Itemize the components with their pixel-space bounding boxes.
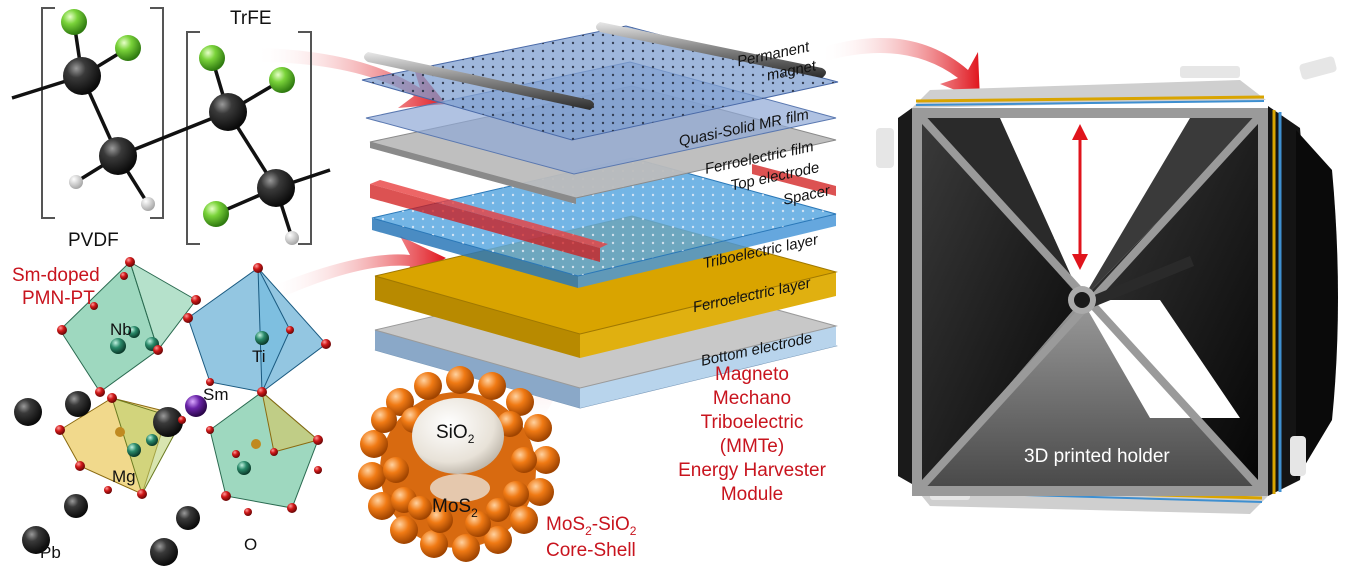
perovskite-structure: Sm-doped PMN-PT Nb Ti Sm Mg Pb O (12, 257, 331, 566)
mmte-layer-stack: Permanent magnet Quasi-Solid MR film Fer… (361, 22, 839, 409)
fluorine-atom (199, 45, 225, 71)
permanent-magnet (364, 22, 826, 110)
module-caption-line3: Triboelectric (701, 412, 804, 433)
spacer-label: Spacer (781, 182, 832, 209)
pvdf-trfe-molecule: TrFE PVDF (11, 7, 331, 251)
distance-arrow (1072, 124, 1088, 270)
mg-label: Mg (112, 467, 136, 486)
holder-label: 3D printed holder (1024, 446, 1170, 467)
fluorine-atom (203, 201, 229, 227)
module-caption-line1: Magneto (715, 364, 789, 385)
perovskite-title-line1: Sm-doped (12, 265, 100, 286)
distance-label: Distance (1051, 162, 1073, 240)
trfe-label: TrFE (230, 8, 272, 29)
3d-printed-holder: Distance 3D printed holder (876, 56, 1338, 514)
arrow-polymer-to-film (255, 48, 446, 108)
module-caption-line2: Mechano (713, 388, 791, 409)
arrow-stack-to-holder (820, 37, 980, 100)
ti-label: Ti (252, 347, 266, 366)
nb-label: Nb (110, 320, 132, 339)
carbon-atom (209, 93, 247, 131)
arrow-perovskite-to-layer (268, 236, 446, 300)
hydrogen-atom (285, 231, 299, 245)
o-label: O (244, 535, 257, 554)
fluorine-atom (269, 67, 295, 93)
module-caption-line5: Energy Harvester (678, 460, 827, 481)
module-caption-line4: (MMTe) (720, 436, 784, 457)
module-caption: Magneto Mechano Triboelectric (MMTe) Ene… (678, 364, 827, 505)
shell-label: MoS2 (432, 496, 478, 520)
core-shell-caption-line2: Core-Shell (546, 540, 636, 561)
module-caption-line6: Module (721, 484, 783, 505)
perovskite-title-line2: PMN-PT (22, 288, 95, 309)
carbon-atom (99, 137, 137, 175)
carbon-atom (257, 169, 295, 207)
pb-label: Pb (40, 543, 61, 562)
mos2-sio2-core-shell: SiO2 MoS2 MoS2-SiO2 Core-Shell (358, 366, 637, 562)
core-shell-caption-line1: MoS2-SiO2 (546, 514, 637, 538)
fluorine-atom (61, 9, 87, 35)
fluorine-atom (115, 35, 141, 61)
carbon-atom (63, 57, 101, 95)
core-label: SiO2 (436, 422, 475, 446)
hydrogen-atom (141, 197, 155, 211)
hydrogen-atom (69, 175, 83, 189)
sm-label: Sm (203, 385, 229, 404)
pvdf-label: PVDF (68, 230, 119, 251)
